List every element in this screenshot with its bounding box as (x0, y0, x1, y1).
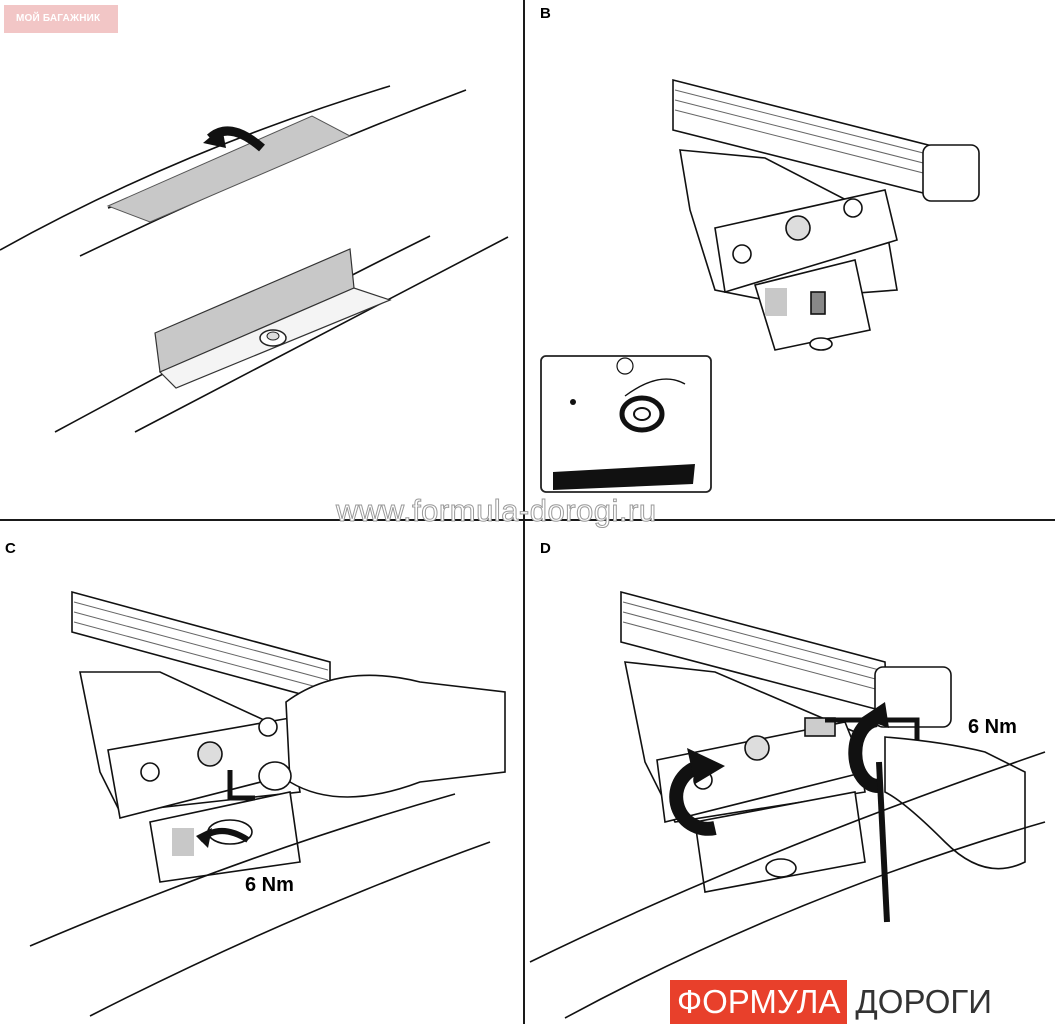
badge-moy-bagazhnik: МОЙ БАГАЖНИК (4, 5, 118, 33)
watermark-url: www.formula-dorogi.ru (336, 493, 657, 529)
panel-label-d: D (540, 540, 551, 557)
torque-label-d: 6 Nm (968, 716, 1017, 738)
vertical-divider (523, 0, 525, 1024)
panel-label-b: B (540, 5, 551, 22)
horizontal-divider (0, 519, 1055, 521)
brand-word-dorogi: ДОРОГИ (847, 980, 1000, 1024)
panel-label-c: C (5, 540, 16, 557)
panel-d-illustration (529, 590, 1046, 1019)
panel-c-illustration (29, 590, 506, 1017)
torque-label-c: 6 Nm (245, 874, 294, 896)
brand-word-formula: ФОРМУЛА (670, 980, 848, 1024)
brand-logo: ФОРМУЛА ДОРОГИ (670, 980, 1000, 1024)
panel-b-illustration (540, 78, 980, 493)
panel-a-illustration (0, 85, 509, 433)
